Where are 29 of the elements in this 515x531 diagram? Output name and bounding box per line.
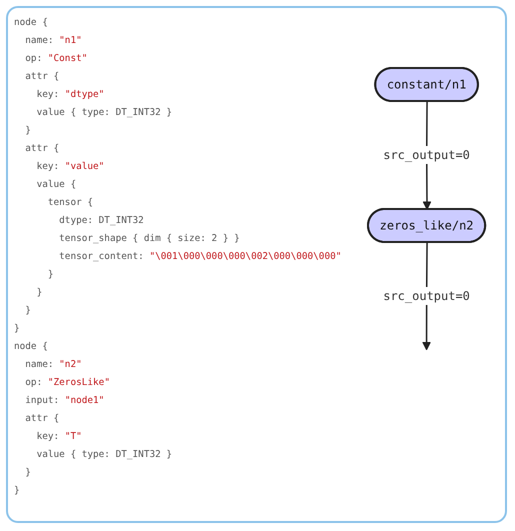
code-line: op: "Const" <box>24 52 88 66</box>
code-line: node { <box>14 16 49 30</box>
code-line: attr { <box>24 70 60 84</box>
code-line: } <box>24 304 32 318</box>
code-line: attr { <box>24 412 60 426</box>
code-line: name: "n2" <box>24 358 83 372</box>
code-line: name: "n1" <box>24 34 83 48</box>
code-line: tensor_shape { dim { size: 2 } } <box>58 232 241 246</box>
code-line: input: "node1" <box>24 394 106 408</box>
code-line: } <box>14 322 21 336</box>
code-line: } <box>24 466 32 480</box>
code-line: node { <box>14 340 49 354</box>
code-line: key: "T" <box>36 430 83 444</box>
code-line: key: "dtype" <box>36 88 106 102</box>
code-line: value { type: DT_INT32 } <box>36 106 174 120</box>
code-line: value { <box>36 178 78 192</box>
code-line: value { type: DT_INT32 } <box>36 448 174 462</box>
edge-label: src_output=0 <box>384 148 470 162</box>
edge-label: src_output=0 <box>384 288 470 303</box>
code-line: } <box>46 268 55 282</box>
code-line: key: "value" <box>36 160 106 174</box>
code-line: } <box>24 124 32 138</box>
code-line: tensor_content: "\001\000\000\000\002\000\000\000" <box>58 250 342 264</box>
code-line: } <box>14 484 21 498</box>
code-line: attr { <box>24 142 60 156</box>
code-line: op: "ZerosLike" <box>24 376 111 390</box>
code-line: } <box>36 286 44 300</box>
code-line: dtype: DT_INT32 <box>58 214 145 228</box>
code-line: tensor { <box>46 196 94 210</box>
